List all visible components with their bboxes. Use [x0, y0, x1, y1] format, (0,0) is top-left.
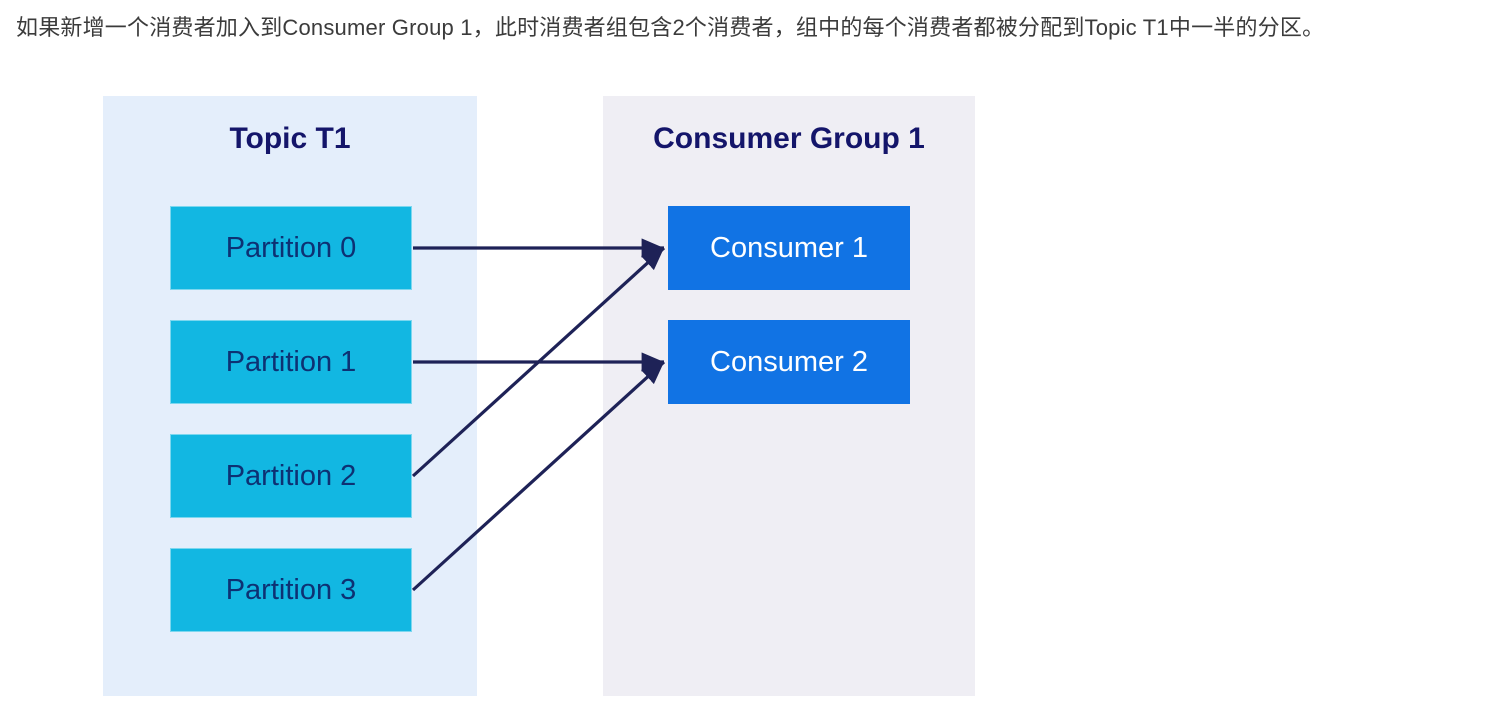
consumer-label: Consumer 1	[710, 231, 868, 264]
partition-box: Partition 2	[170, 434, 412, 518]
partition-label: Partition 2	[225, 459, 357, 492]
topic-panel-title: Topic T1	[229, 122, 351, 155]
consumer-label: Consumer 2	[710, 345, 868, 378]
partition-label: Partition 1	[225, 345, 357, 378]
partition-label: Partition 3	[225, 573, 357, 606]
partition-box: Partition 1	[170, 320, 412, 404]
caption-text: 如果新增一个消费者加入到Consumer Group 1，此时消费者组包含2个消…	[16, 15, 1325, 40]
consumer-box: Consumer 2	[668, 320, 910, 404]
consumer-panel: Consumer Group 1 Consumer 1 Consumer 2	[603, 96, 975, 696]
partition-box: Partition 0	[170, 206, 412, 290]
partition-box: Partition 3	[170, 548, 412, 632]
topic-panel: Topic T1 Partition 0 Partition 1 Partiti…	[103, 96, 477, 696]
consumer-panel-title: Consumer Group 1	[653, 122, 925, 155]
consumer-box: Consumer 1	[668, 206, 910, 290]
partition-label: Partition 0	[225, 231, 357, 264]
